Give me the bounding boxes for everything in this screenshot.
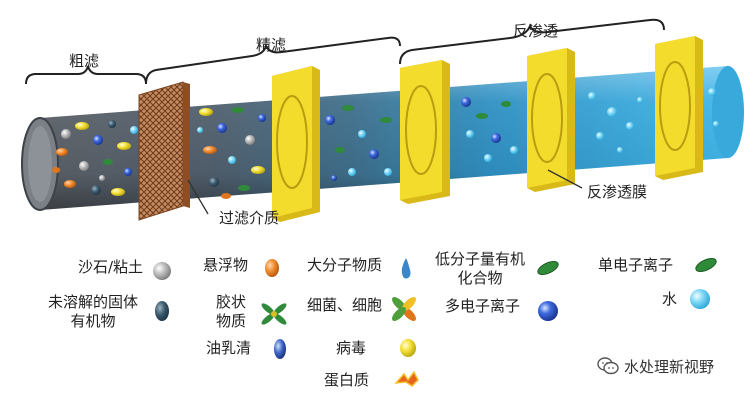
legend-label-multivalent-ion: 多电子离子	[445, 297, 521, 315]
filter-media-mesh	[138, 81, 184, 221]
filter-media-label: 过滤介质	[219, 209, 280, 227]
coarse-stage-bracket	[25, 65, 147, 85]
colloid-icon	[261, 303, 287, 325]
legend-label-suspended-solids: 悬浮物	[203, 256, 249, 274]
bacteria-cell-icon	[392, 297, 416, 321]
legend-label-bacteria-cell: 细菌、细胞	[307, 296, 383, 314]
legend-label-macromolecule: 大分子物质	[307, 256, 383, 274]
low-mw-organic-icon	[537, 261, 559, 275]
fine-filter-plate	[272, 66, 320, 222]
macromolecule-icon	[401, 258, 411, 279]
legend-label-monovalent-ion: 单电子离子	[598, 256, 674, 274]
ro-plate-3	[655, 36, 703, 180]
legend-label-water: 水	[662, 290, 678, 308]
legend-label-sand-clay: 沙石/粘土	[78, 258, 144, 276]
wechat-icon	[597, 357, 619, 375]
particles-fine	[197, 105, 392, 199]
virus-icon	[400, 339, 416, 357]
legend-label-protein: 蛋白质	[324, 371, 370, 389]
legend-label-virus: 病毒	[336, 339, 367, 357]
fine-stage-bracket	[145, 36, 401, 85]
ro-plate-1	[400, 60, 450, 204]
legend-label-oil-emulsion: 油乳清	[206, 339, 252, 357]
sand-clay-icon	[153, 262, 171, 280]
oil-emulsion-icon	[274, 339, 286, 359]
coarse-filtration-label: 粗滤	[69, 52, 100, 70]
watermark-text: 水处理新视野	[624, 357, 715, 376]
undissolved-organic-icon	[155, 301, 169, 321]
monovalent-ion-icon	[695, 258, 717, 272]
legend-label-low-mw-organic: 低分子量有机 化合物	[435, 250, 526, 287]
fine-filtration-label: 精滤	[256, 36, 287, 54]
suspended-solids-icon	[265, 259, 279, 277]
particles-coarse	[52, 120, 138, 196]
ro-membrane-leader	[547, 169, 583, 189]
ro-plate-2	[527, 48, 575, 192]
water-icon	[690, 289, 710, 309]
pipe-outlet-end	[712, 66, 744, 158]
multivalent-ion-icon	[538, 301, 558, 321]
protein-icon	[394, 370, 419, 387]
ro-membrane-label: 反渗透膜	[587, 183, 648, 201]
legend-label-undissolved-organic: 未溶解的固体 有机物	[48, 293, 139, 330]
watermark: 水处理新视野	[597, 355, 714, 377]
ro-stage-bracket	[399, 18, 665, 65]
legend-label-colloid: 胶状 物质	[216, 293, 247, 330]
particles-ro	[461, 88, 719, 162]
filter-media-leader	[187, 179, 209, 215]
reverse-osmosis-label: 反渗透	[513, 22, 559, 40]
